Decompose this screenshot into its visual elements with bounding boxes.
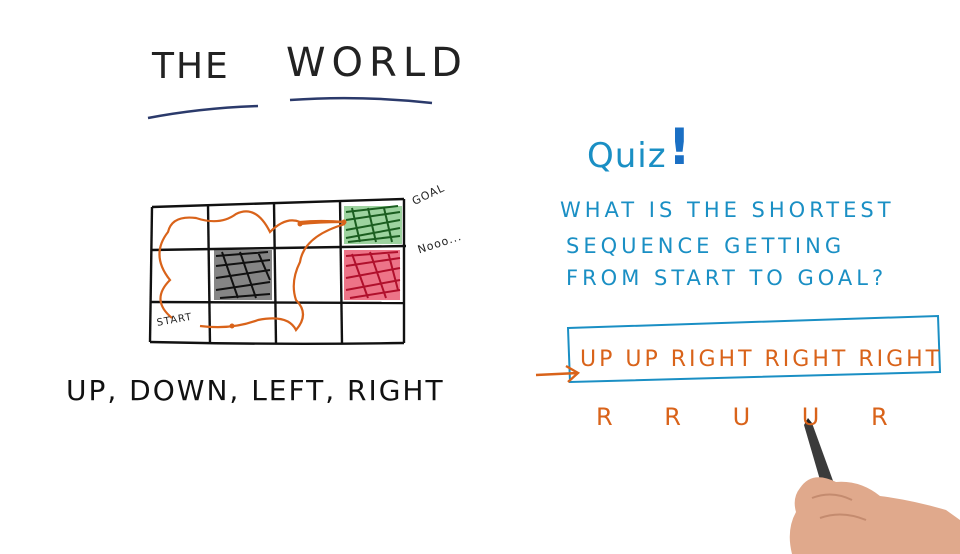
answer-box: [566, 314, 942, 384]
goal-cell-scribble: [345, 205, 401, 243]
grid-paths: [158, 210, 346, 332]
hand-icon: [789, 418, 960, 554]
title-word-the: THE: [152, 46, 230, 87]
quiz-short-answer: R R U U R: [596, 403, 910, 431]
title-underline-the: [147, 104, 259, 120]
quiz-exclamation-mark: !: [668, 118, 694, 176]
wall-cell-scribble: [215, 251, 271, 299]
quiz-title: Quiz: [587, 136, 667, 176]
quiz-question-line-2: SEQUENCE GETTING: [566, 234, 846, 258]
path-marker-3: [341, 219, 347, 225]
danger-cell-scribble: [345, 251, 401, 299]
quiz-question-line-3: FROM START TO GOAL?: [566, 266, 888, 290]
quiz-answer: UP UP RIGHT RIGHT RIGHT: [580, 347, 943, 372]
quiz-question-line-1: WHAT IS THE SHORTEST: [560, 198, 895, 222]
actions-list: UP, DOWN, LEFT, RIGHT: [66, 374, 445, 407]
title-word-world: WORLD: [286, 40, 468, 86]
path-marker-1: [229, 323, 235, 329]
grid-lines: [148, 197, 407, 345]
title-underline-world: [289, 96, 433, 105]
path-marker-2: [297, 221, 303, 227]
answer-arrow-icon: [535, 364, 581, 383]
